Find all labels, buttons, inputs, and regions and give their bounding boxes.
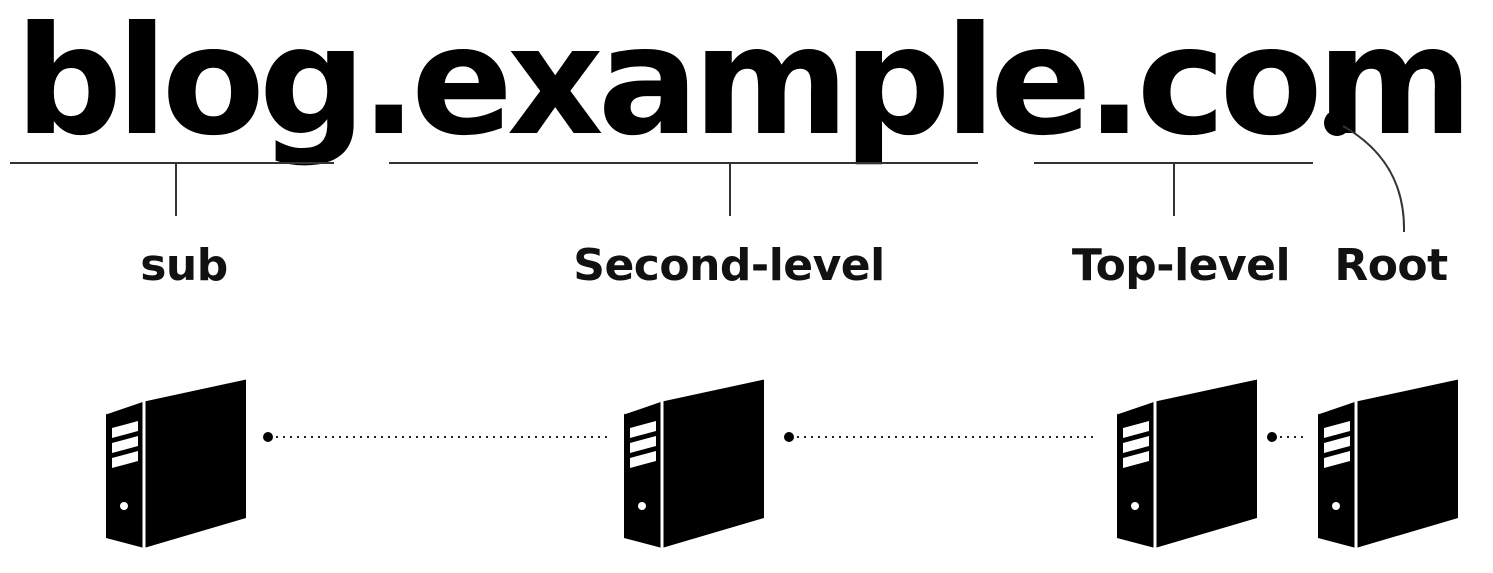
server-tower-icon [1115,376,1259,550]
connector-top-level-to-root [1267,432,1306,442]
label-root: Root [1334,240,1448,291]
label-second-level: Second-level [573,240,884,291]
domain-segment-sub: blog [15,0,360,169]
server-tower-icon [622,376,766,550]
server-tower-icon [104,376,248,550]
connector-second-level-to-top-level [784,432,1095,442]
domain-dot-1: . [360,0,411,169]
domain-segment-second-level: example [411,0,1086,169]
label-sub: sub [140,240,228,291]
domain-dot-2: . [1086,0,1137,169]
root-dot [1324,110,1350,136]
bracket-top-level [1034,162,1313,216]
bracket-sub [10,162,334,216]
bracket-second-level [389,162,978,216]
domain-name: blog.example.com [15,0,1467,169]
connector-sub-to-second-level [263,432,607,442]
server-tower-icon [1316,376,1460,550]
label-top-level: Top-level [1072,240,1290,291]
domain-segment-top-level: com [1137,0,1467,169]
root-connector-curve [1342,125,1406,233]
